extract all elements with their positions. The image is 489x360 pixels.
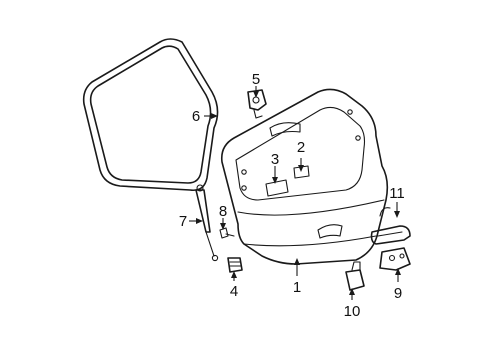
gas-strut: [195, 184, 219, 262]
callout-2: 2: [297, 139, 305, 156]
callout-11: 11: [389, 185, 405, 202]
callout-1: 1: [293, 279, 301, 296]
callout-10: 10: [344, 303, 361, 320]
callout-4: 4: [230, 283, 238, 300]
callout-9: 9: [394, 285, 402, 302]
weatherstrip-seal: [82, 38, 219, 192]
callout-3: 3: [271, 151, 279, 168]
callout-6: 6: [192, 108, 200, 125]
handle-assembly: [370, 207, 411, 245]
bolt: [219, 227, 235, 239]
leader-lines: [189, 86, 401, 300]
callout-5: 5: [252, 71, 260, 88]
striker: [345, 261, 365, 291]
liftgate-panel: [220, 88, 389, 265]
stopper: [227, 257, 243, 273]
callout-labels: 1 2 3 4 5 6 7 8 9 10 11: [179, 71, 405, 320]
warning-label-small: [293, 165, 310, 179]
latch: [379, 247, 411, 271]
callout-7: 7: [179, 213, 187, 230]
warning-label-large: [265, 179, 289, 197]
callout-8: 8: [219, 203, 227, 220]
